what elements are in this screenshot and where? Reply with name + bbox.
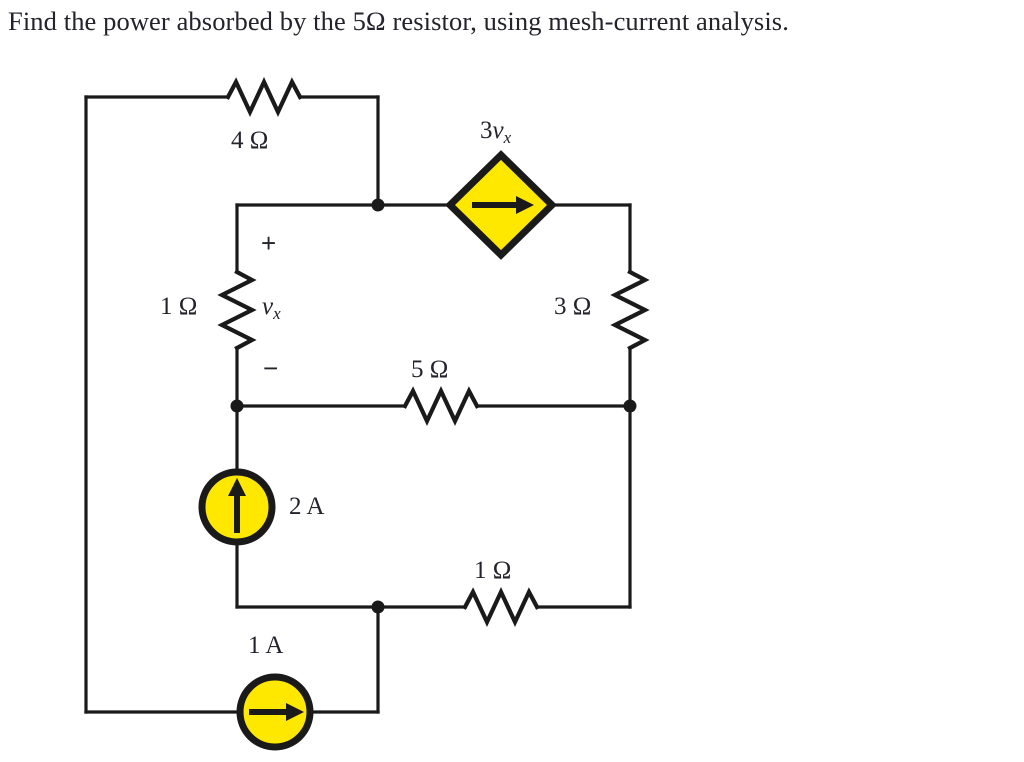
resistor-3ohm-label: 3 Ω [554,293,592,320]
question-text: Find the power absorbed by the 5Ω resist… [8,6,789,36]
current-source-2a-arrow-icon [228,478,246,533]
node-upper-mid [371,198,385,212]
node-left-mid [230,399,244,413]
dependent-source-label: 3vx [480,117,512,147]
resistor-1ohm-bottom-label: 1 Ω [474,557,512,584]
dependent-source-3vx [445,150,557,260]
vx-plus-sign: + [261,228,277,258]
current-source-1a-label: 1 A [248,632,284,659]
circuit-svg [84,77,650,751]
resistor-4ohm-symbol [225,77,303,117]
vx-voltage-label: vx [262,293,281,323]
current-source-1a [236,673,314,751]
current-source-2a-label: 2 A [289,493,325,520]
resistor-3ohm-symbol [610,269,650,351]
resistor-1ohm-left-symbol [217,269,257,351]
resistor-1ohm-bottom-symbol [462,587,540,627]
junction-dots [230,198,637,614]
vx-minus-sign: − [263,353,279,383]
current-source-2a [198,468,276,546]
resistor-1ohm-left-label: 1 Ω [160,293,198,320]
resistor-5ohm-symbol [402,386,480,426]
resistor-4ohm-label: 4 Ω [231,127,269,154]
current-source-1a-arrow-icon [249,703,304,721]
resistor-5ohm-label: 5 Ω [411,356,449,383]
circuit-diagram: 4 Ω 3vx 1 Ω vx + − 3 Ω 5 Ω 2 A 1 Ω 1 A [0,50,1024,762]
node-right-mid [623,399,637,413]
dependent-source-arrow-icon [472,196,534,214]
node-bottom-mid [371,600,385,614]
